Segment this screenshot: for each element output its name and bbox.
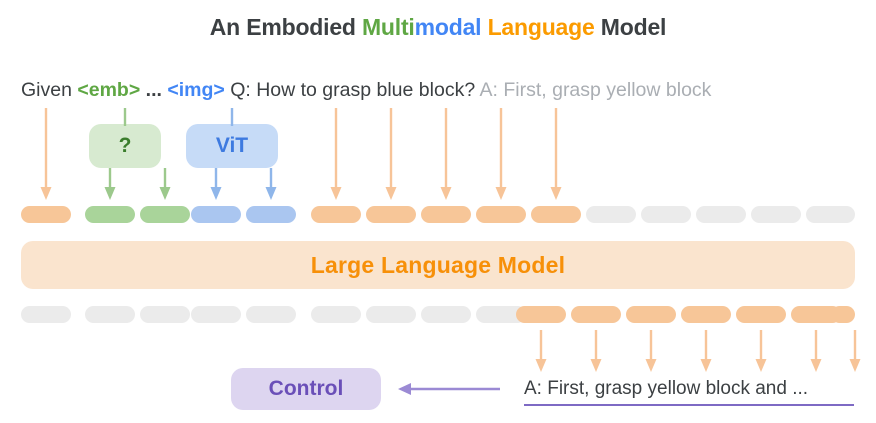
control-label: Control [268,377,344,400]
arrow-given-to-token [40,108,52,200]
title-segment-1: Multi [361,14,415,40]
input-token-11 [531,206,581,223]
output-token-3 [191,306,241,323]
answer-text: A: First, grasp yellow block and ... [524,378,809,399]
title-segment-4: Language [487,14,595,40]
arrow-output-token-4 [755,330,767,372]
vision-encoder-box[interactable]: ViT [186,124,278,168]
input-token-8 [366,206,416,223]
input-token-10 [476,206,526,223]
input-token-12 [586,206,636,223]
arrow-question-token-2 [440,108,452,200]
arrow-answer-to-control [398,383,500,395]
large-language-model-bar[interactable]: Large Language Model [21,241,855,289]
output-token-10 [571,306,621,323]
output-token-12 [681,306,731,323]
input-token-4 [191,206,241,223]
input-token-7 [311,206,361,223]
title-segment-0: An Embodied [209,14,362,40]
input-token-6 [246,206,296,223]
arrow-qbox-to-token-left [104,168,116,200]
output-token-13 [736,306,786,323]
output-token-0 [21,306,71,323]
arrow-output-token-3 [700,330,712,372]
control-box[interactable]: Control [231,368,381,410]
arrow-output-token-1 [590,330,602,372]
input-token-16 [806,206,855,223]
vision-encoder-label: ViT [215,134,249,157]
arrow-qbox-to-token-right [159,168,171,200]
output-token-5 [311,306,361,323]
arrow-output-token-5 [810,330,822,372]
input-token-9 [421,206,471,223]
arrow-question-token-0 [330,108,342,200]
input-token-0 [21,206,71,223]
arrow-question-token-3 [495,108,507,200]
output-token-7 [421,306,471,323]
arrow-question-token-4 [550,108,562,200]
llm-label: Large Language Model [310,251,566,278]
output-token-11 [626,306,676,323]
title-segment-2: modal [414,14,482,40]
output-token-9 [516,306,566,323]
output-token-15 [831,306,855,323]
output-token-4 [246,306,296,323]
arrow-vitbox-to-token-left [210,168,222,200]
prompt-segment-4: Q: How to grasp blue block? [224,79,476,101]
arrow-vitbox-to-token-right [265,168,277,200]
prompt-text: Given <emb> ... <img> Q: How to grasp bl… [21,79,711,102]
input-token-13 [641,206,691,223]
output-token-1 [85,306,135,323]
answer-underline [524,404,854,406]
prompt-segment-3: <img> [167,79,225,101]
arrow-output-token-2 [645,330,657,372]
output-token-14 [791,306,841,323]
title-segment-5: Model [594,14,667,40]
arrow-output-token-6 [849,330,861,372]
input-token-1 [85,206,135,223]
prompt-segment-0: Given [21,79,78,101]
prompt-segment-2: ... [140,79,168,101]
page-title: An Embodied Multimodal Language Model [0,14,876,41]
output-token-6 [366,306,416,323]
input-token-3 [140,206,190,223]
prompt-segment-5: A: First, grasp yellow block [475,79,712,101]
input-token-15 [751,206,801,223]
output-token-2 [140,306,190,323]
output-token-8 [476,306,526,323]
embodiment-encoder-box[interactable]: ? [89,124,161,168]
input-token-14 [696,206,746,223]
arrow-question-token-1 [385,108,397,200]
prompt-segment-1: <emb> [77,79,141,101]
embodiment-encoder-label: ? [118,134,132,157]
arrow-output-token-0 [535,330,547,372]
